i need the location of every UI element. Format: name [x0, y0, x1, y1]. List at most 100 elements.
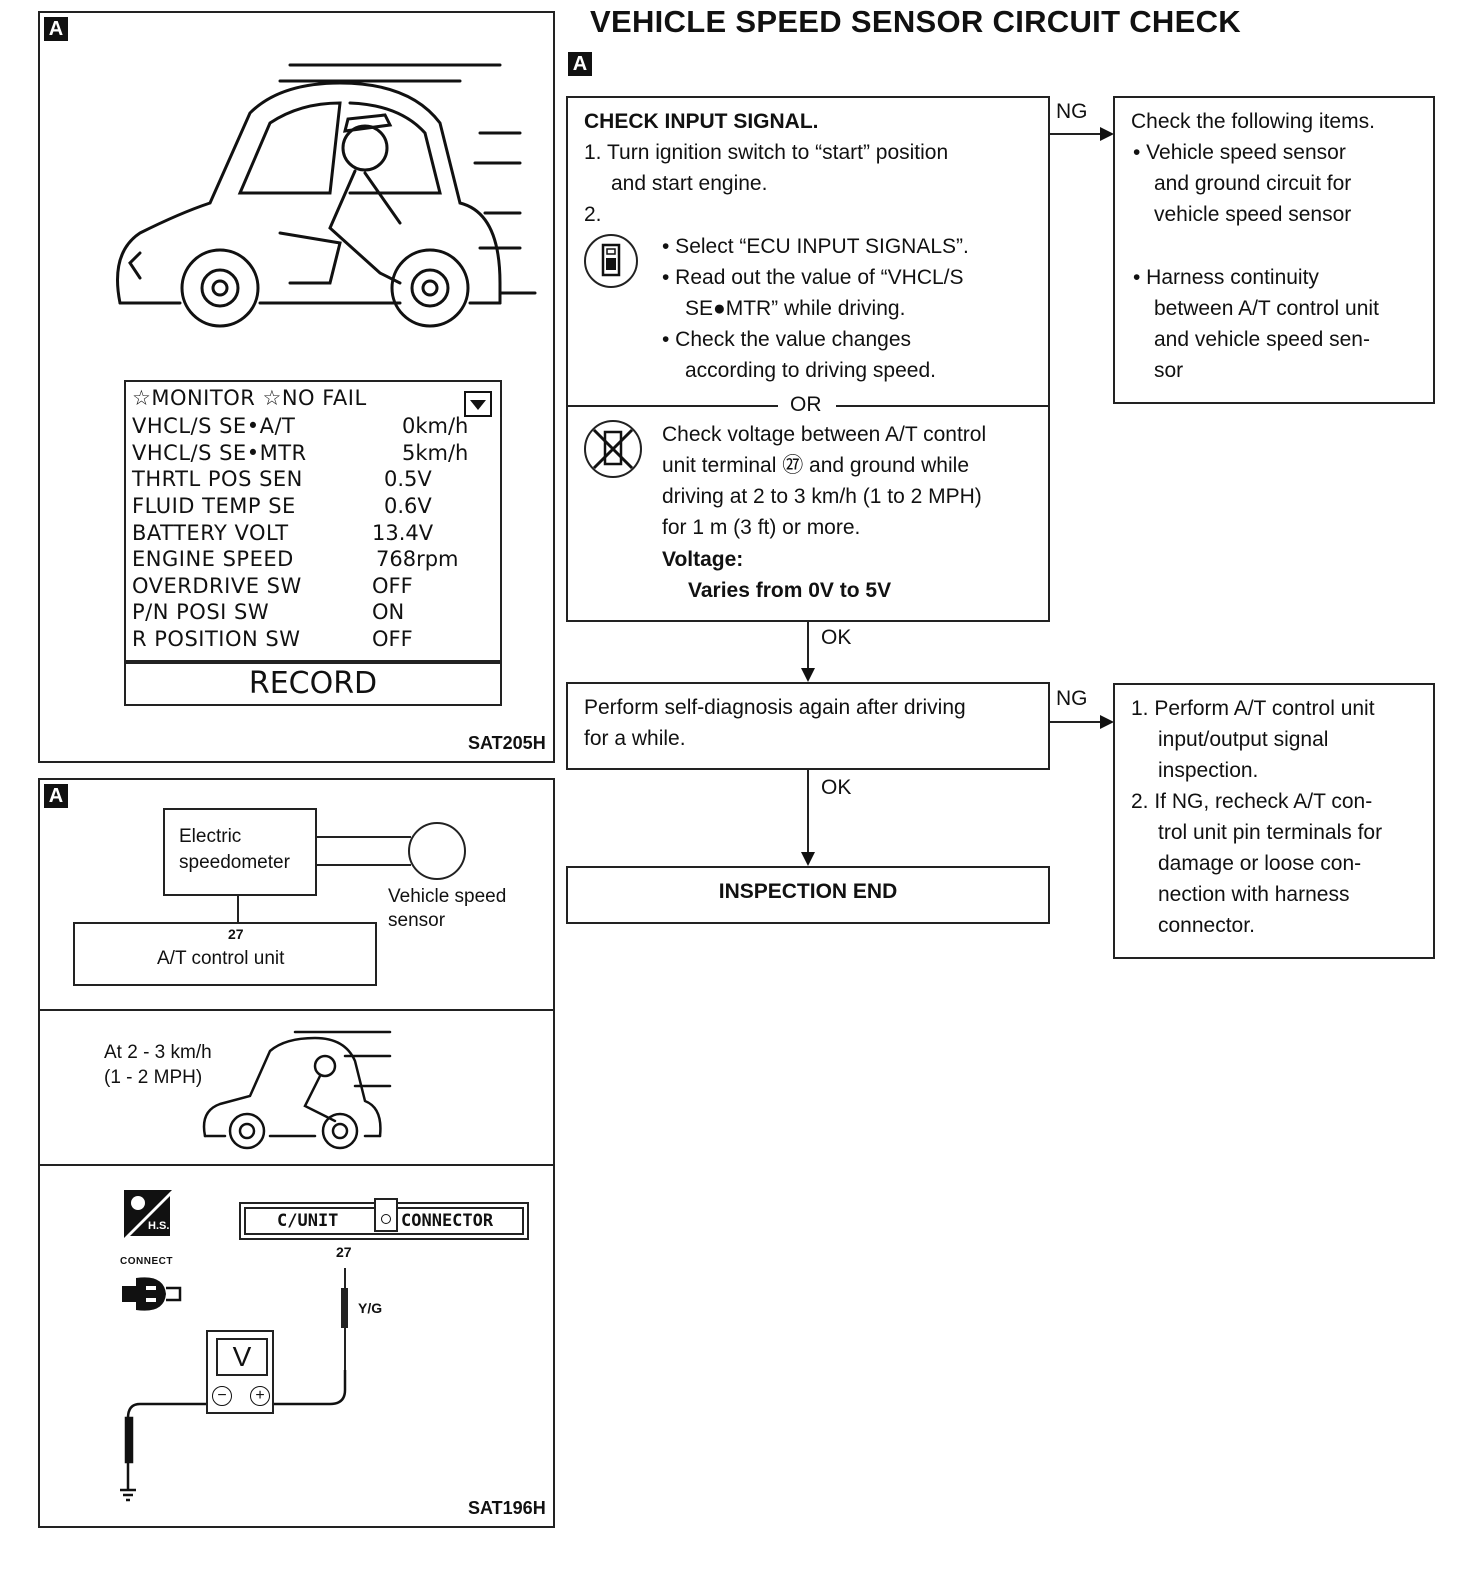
monitor-screen: ☆MONITOR ☆NO FAIL VHCL/S SE•A/T 0km/h VH… [124, 380, 502, 662]
step-text: Perform self-diagnosis again after drivi… [584, 696, 966, 719]
ng-box-text: inspection. [1158, 759, 1259, 782]
speed-condition-1: At 2 - 3 km/h [104, 1042, 212, 1063]
step-bullet: • Read out the value of “VHCL/S [662, 266, 964, 289]
monitor-row-label: VHCL/S SE•A/T [132, 414, 296, 438]
ng-label: NG [1056, 100, 1088, 123]
ng-box-text: sor [1154, 359, 1184, 382]
sensor-label-2: sensor [388, 910, 446, 931]
ng-box-text: damage or loose con- [1158, 852, 1362, 875]
scroll-down-icon[interactable] [464, 391, 492, 417]
alt-method-text: unit terminal ㉗ and ground while [662, 454, 970, 477]
ng-box-text: and ground circuit for [1154, 172, 1352, 195]
ng-label: NG [1056, 687, 1088, 710]
harness-connector: C/UNIT CONNECTOR [239, 1198, 529, 1240]
figure-code: SAT205H [468, 733, 546, 753]
section-badge: A [568, 52, 592, 76]
monitor-row-value: OFF [372, 574, 413, 598]
consult-tester-icon [584, 234, 638, 288]
step-item: 2. [584, 203, 602, 226]
driver-car-illustration [116, 63, 537, 328]
step-bullet: • Check the value changes [662, 328, 912, 351]
voltmeter: V − + [206, 1330, 274, 1414]
step-bullet: SE●MTR” while driving. [685, 297, 906, 320]
wire-color-label: Y/G [358, 1300, 383, 1316]
negative-terminal-icon: − [212, 1386, 232, 1406]
section-badge: A [44, 784, 68, 808]
positive-terminal-icon: + [250, 1386, 270, 1406]
or-divider: OR [790, 393, 822, 416]
monitor-row-label: R POSITION SW [132, 627, 301, 651]
monitor-row-value: OFF [372, 627, 413, 651]
section-badge: A [44, 17, 68, 41]
monitor-row-value: 13.4V [372, 521, 434, 545]
ng-box-text: • Harness continuity [1133, 266, 1319, 289]
connector-latch-icon [374, 1198, 398, 1232]
check-input-signal-box: CHECK INPUT SIGNAL. 1. Turn ignition swi… [566, 96, 1050, 622]
step-item: 1. Turn ignition switch to “start” posit… [584, 141, 949, 164]
step-bullet: • Select “ECU INPUT SIGNALS”. [662, 235, 969, 258]
probe-wires [120, 1370, 347, 1502]
page-title: VEHICLE SPEED SENSOR CIRCUIT CHECK [590, 4, 1241, 39]
sensor-label-1: Vehicle speed [388, 886, 507, 907]
record-button[interactable]: RECORD [124, 662, 502, 706]
check-items-box: Check the following items. • Vehicle spe… [1113, 96, 1435, 404]
alt-method-text: Check voltage between A/T control [662, 423, 987, 446]
inspection-end-label: INSPECTION END [718, 880, 898, 903]
monitor-row-label: VHCL/S SE•MTR [132, 441, 307, 465]
ng-box-text: trol unit pin terminals for [1158, 821, 1383, 844]
connector-terminal-number: 27 [336, 1244, 352, 1260]
monitor-row-value: 0.5V [384, 467, 432, 491]
consult-monitor-panel: A [38, 11, 555, 763]
arrow-down-icon [801, 668, 815, 682]
monitor-row-label: THRTL POS SEN [132, 467, 303, 491]
step-title: CHECK INPUT SIGNAL. [584, 110, 819, 133]
arrow-right-icon [1100, 127, 1114, 141]
ng-box-text: 2. If NG, recheck A/T con- [1131, 790, 1373, 813]
monitor-row-value: 0km/h [402, 414, 469, 438]
ng-box-text: and vehicle speed sen- [1154, 328, 1370, 351]
speedometer-label-1: Electric [179, 826, 242, 847]
ng-box-text: between A/T control unit [1154, 297, 1379, 320]
ng-box-text: vehicle speed sensor [1154, 203, 1352, 226]
alt-method-text: driving at 2 to 3 km/h (1 to 2 MPH) [662, 485, 982, 508]
connect-label: CONNECT [120, 1256, 173, 1267]
terminal-number: 27 [228, 926, 244, 942]
control-unit-label: A/T control unit [157, 948, 285, 969]
small-car-illustration [202, 1030, 392, 1150]
ng-box-text: nection with harness [1158, 883, 1350, 906]
monitor-row-label: P/N POSI SW [132, 600, 270, 624]
monitor-row-label: OVERDRIVE SW [132, 574, 302, 598]
speed-sensor-symbol [408, 822, 466, 880]
monitor-header: ☆MONITOR ☆NO FAIL [132, 386, 367, 410]
monitor-row-label: BATTERY VOLT [132, 521, 289, 545]
self-diagnosis-box: Perform self-diagnosis again after drivi… [566, 682, 1050, 770]
speedometer-label-2: speedometer [179, 852, 290, 873]
control-unit-box: A/T control unit [73, 922, 377, 986]
connector-left-label: C/UNIT [277, 1211, 339, 1231]
arrow-down-icon [801, 852, 815, 866]
monitor-row-value: ON [372, 600, 405, 624]
monitor-row-value: 0.6V [384, 494, 432, 518]
figure-code: SAT196H [468, 1498, 546, 1518]
ok-label: OK [821, 776, 852, 799]
monitor-row-label: ENGINE SPEED [132, 547, 294, 571]
monitor-row-label: FLUID TEMP SE [132, 494, 296, 518]
recheck-box: 1. Perform A/T control unit input/output… [1113, 683, 1435, 959]
hs-label: H.S. [148, 1220, 170, 1232]
voltage-value: Varies from 0V to 5V [688, 579, 892, 602]
monitor-row-value: 5km/h [402, 441, 469, 465]
arrow-right-icon [1100, 715, 1114, 729]
hs-icon: H.S. [124, 1190, 172, 1238]
ok-label: OK [821, 626, 852, 649]
inspection-end-box: INSPECTION END [566, 866, 1050, 924]
ng-box-text: 1. Perform A/T control unit [1131, 697, 1375, 720]
speed-condition-2: (1 - 2 MPH) [104, 1067, 203, 1088]
voltage-label: Voltage: [662, 548, 744, 571]
voltmeter-display: V [216, 1338, 268, 1376]
alt-method-text: for 1 m (3 ft) or more. [662, 516, 861, 539]
connector-right-label: CONNECTOR [401, 1211, 494, 1231]
ng-box-text: input/output signal [1158, 728, 1329, 751]
circuit-diagram-panel: A Electric speedometer Vehicle speed sen… [38, 778, 555, 1528]
step-text: for a while. [584, 727, 686, 750]
monitor-row-value: 768rpm [376, 547, 459, 571]
